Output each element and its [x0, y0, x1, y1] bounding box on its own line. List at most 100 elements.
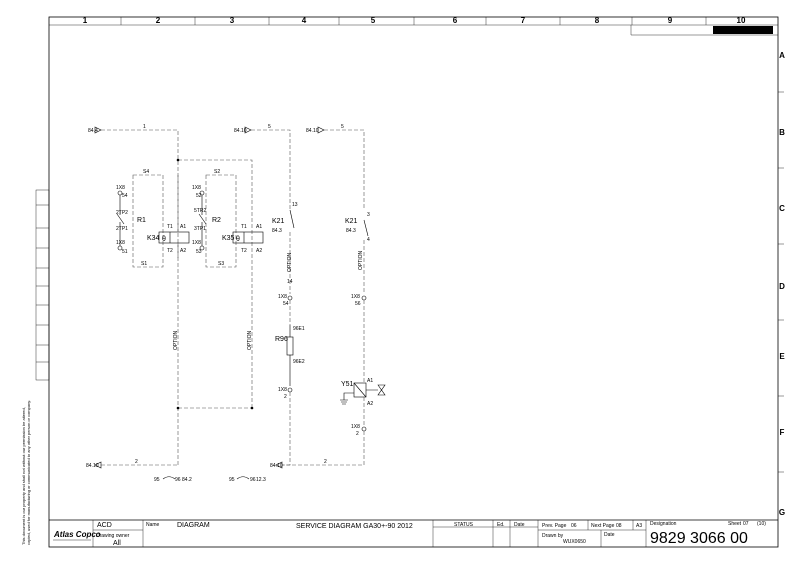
connector-1x8-56 — [361, 295, 367, 301]
k35-module-box — [205, 174, 237, 268]
label-a1-a: A1 — [180, 224, 186, 230]
label-1x8-f: 1X8 — [351, 294, 360, 300]
label-ref-12-3: 12.3 — [256, 477, 266, 483]
label-k21-b-ref: 84.3 — [346, 228, 356, 234]
ref-84-10-a: 84.10 — [234, 128, 247, 134]
name-label: Name — [146, 522, 160, 528]
wire-5-a: 5 — [268, 124, 271, 130]
label-2-b: 2 — [356, 431, 359, 437]
ground-icon — [340, 392, 354, 405]
col-label-6: 6 — [453, 16, 458, 25]
label-a2-b: A2 — [256, 248, 262, 254]
label-r2: R2 — [212, 217, 221, 224]
col-label-3: 3 — [230, 16, 235, 25]
status-label: STATUS — [454, 522, 474, 528]
label-k34: K34 — [147, 235, 160, 242]
label-a1-b: A1 — [256, 224, 262, 230]
date-label: Date — [514, 522, 525, 528]
label-4: 4 — [367, 237, 370, 243]
label-51: 51 — [122, 249, 128, 255]
label-2tp2: 2TP2 — [116, 210, 128, 216]
label-96e1: 96E1 — [293, 326, 305, 332]
stamp-black-bar — [713, 26, 773, 34]
label-96e2: 96E2 — [293, 359, 305, 365]
next-page-label: Next Page — [591, 523, 615, 529]
option-label-4: OPTION — [358, 250, 364, 270]
r96-heater — [286, 336, 294, 356]
option-label-2: OPTION — [247, 330, 253, 350]
label-3tp1: 3TP1 — [194, 226, 206, 232]
col-label-10: 10 — [737, 16, 746, 25]
drawn-by-label: Drawn by — [542, 533, 564, 539]
row-label-b: B — [779, 128, 785, 137]
label-s2: S2 — [214, 169, 220, 175]
ref-84-4: 84.4 — [88, 128, 98, 134]
k21-contact-b — [363, 219, 369, 237]
label-1x8-c: 1X8 — [192, 185, 201, 191]
label-ref-84-2: 84.2 — [182, 477, 192, 483]
edition-label: Ed. — [497, 522, 505, 528]
ref-arrow-bot-1 — [94, 461, 102, 469]
drawn-by-value: WUX0650 — [563, 539, 586, 545]
drawing-owner-label: Drawing owner — [96, 533, 130, 539]
label-y51: Y51 — [341, 381, 354, 388]
sheet-total: (10) — [757, 521, 766, 527]
ref-84-10-b: 84.10 — [306, 128, 319, 134]
designation-number: 9829 3066 00 — [650, 530, 748, 547]
label-2tp1: 2TP1 — [116, 226, 128, 232]
ref-84-10-c: 84.10 — [86, 463, 99, 469]
wire-1: 1 — [143, 124, 146, 130]
sheet-value: 07 — [743, 521, 749, 527]
k34-module-box — [132, 174, 164, 268]
option-label-3: OPTION — [287, 252, 293, 272]
acd-label: ACD — [97, 522, 112, 529]
label-14: 14 — [287, 279, 293, 285]
revision-strip — [35, 189, 50, 381]
ref-arrow-top-2 — [244, 126, 252, 134]
label-t1-b: T1 — [241, 224, 247, 230]
col-label-7: 7 — [521, 16, 526, 25]
wire-5-b: 5 — [341, 124, 344, 130]
label-s3: S3 — [218, 261, 224, 267]
copyright-note-2: copied, used for manufacturing or commun… — [26, 400, 31, 545]
wire-2-a: 2 — [135, 459, 138, 465]
designation-label: Designation — [650, 521, 677, 527]
sheet-title: SERVICE DIAGRAM GA30+-90 2012 — [296, 523, 413, 530]
label-y-a1: A1 — [367, 378, 373, 384]
k35-relay-body — [232, 231, 264, 244]
label-s1: S1 — [141, 261, 147, 267]
solenoid-valve-icon — [366, 384, 386, 396]
label-95-b: 95 — [229, 477, 235, 483]
r1-sensor-symbol — [116, 213, 125, 225]
prev-page-label: Prev. Page — [542, 523, 567, 529]
sheet-label: Sheet — [728, 521, 742, 527]
connector-1x8-54b — [287, 295, 293, 301]
label-k35: K35 — [222, 235, 235, 242]
col-label-4: 4 — [302, 16, 307, 25]
prev-page-value: 06 — [571, 523, 577, 529]
col-label-5: 5 — [371, 16, 376, 25]
r2-sensor-symbol — [198, 213, 207, 225]
label-k21-a-ref: 84.3 — [272, 228, 282, 234]
column-grid: 1 2 3 4 5 6 7 8 9 10 — [83, 16, 746, 25]
title-block: Atlas Copco ACD Drawing owner All Name D… — [49, 519, 778, 547]
connector-1x8-2 — [287, 387, 293, 393]
label-t2-b: T2 — [241, 248, 247, 254]
label-5tr2: 5TR2 — [194, 208, 206, 214]
row-label-c: C — [779, 204, 785, 213]
label-1x8-a: 1X8 — [116, 185, 125, 191]
label-y-a2: A2 — [367, 401, 373, 407]
label-3: 3 — [367, 212, 370, 218]
label-52: 52 — [196, 193, 202, 199]
next-page-value: 08 — [616, 523, 622, 529]
label-1x8-g: 1X8 — [278, 387, 287, 393]
label-54-a: 54 — [122, 193, 128, 199]
k34-relay-body — [158, 231, 190, 244]
col-label-1: 1 — [83, 16, 88, 25]
label-a2-a: A2 — [180, 248, 186, 254]
wire-2-b: 2 — [324, 459, 327, 465]
col-label-8: 8 — [595, 16, 600, 25]
label-96-a: 96 — [175, 477, 181, 483]
schematic-labels: 84.4 1 84.10 5 84.10 5 S4 S2 S1 S3 T1 A1… — [86, 124, 373, 483]
